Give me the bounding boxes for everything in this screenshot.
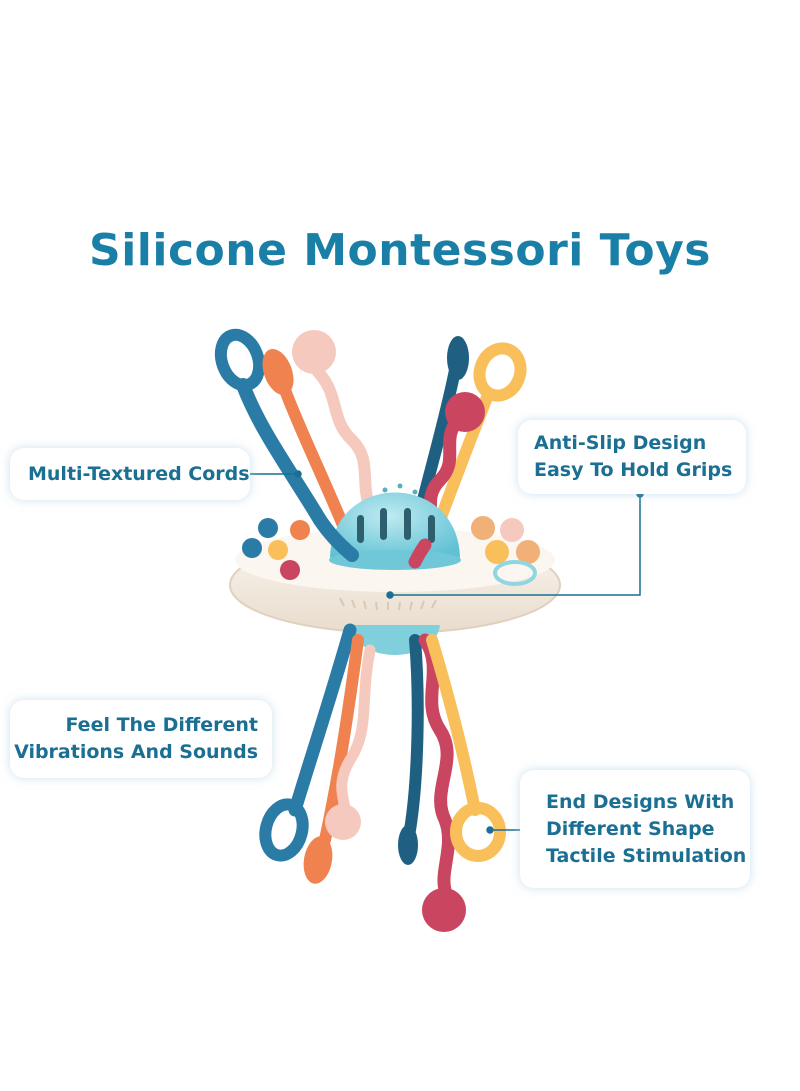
yellow-cord-lower <box>426 634 481 816</box>
callout-sounds-line-2: Vibrations And Sounds <box>14 741 258 763</box>
red-cord-lower <box>418 633 455 897</box>
pointer-grips <box>390 494 641 596</box>
callout-multi-textured-cords: Multi-Textured Cords <box>10 448 250 500</box>
yellow-loop-bottom <box>450 802 506 862</box>
navy-tip-top <box>447 336 469 380</box>
callout-grips-line-2: Easy To Hold Grips <box>534 459 733 481</box>
orange-cord-upper <box>279 384 351 536</box>
hole-right-3 <box>485 540 509 564</box>
front-cord-ends <box>313 513 432 569</box>
hole-right-1 <box>471 516 495 540</box>
pink-cord-upper <box>312 366 376 516</box>
red-disc-top <box>445 392 485 432</box>
hole-left-1 <box>258 518 278 538</box>
hole-right-2 <box>500 518 524 542</box>
callout-ends-line-3: Tactile Stimulation <box>546 844 747 867</box>
lower-cords <box>259 623 506 932</box>
dome-slot-3 <box>404 508 411 540</box>
callout-grips-line-1: Anti-Slip Design <box>534 432 707 454</box>
ring-right <box>493 560 537 586</box>
orange-tip-top <box>262 348 294 396</box>
hole-left-4 <box>268 540 288 560</box>
blue-loop-top <box>214 328 266 392</box>
callout-ends-line-2: Different Shape <box>546 817 715 840</box>
callout-sounds-line-1: Feel The Different <box>65 714 258 736</box>
page-title: Silicone Montessori Toys <box>89 225 711 276</box>
pink-disc-bottom <box>325 804 361 840</box>
hole-left-5 <box>280 560 300 580</box>
red-disc-bottom <box>422 888 466 932</box>
hole-left-3 <box>242 538 262 558</box>
pink-disc-top <box>292 330 336 374</box>
dome-slot-1 <box>357 515 364 543</box>
yellow-loop-top <box>473 342 527 402</box>
navy-cord-lower <box>404 634 424 836</box>
callout-end-designs: End Designs With Different Shape Tactile… <box>520 770 750 888</box>
callout-ends-line-1: End Designs With <box>546 790 735 813</box>
blue-cord-lower <box>288 623 357 817</box>
orange-tip-bottom <box>303 836 333 884</box>
navy-tip-bottom <box>398 825 418 865</box>
grip-ridges <box>339 597 437 611</box>
pink-cord-lower <box>336 644 376 816</box>
callout-anti-slip-design: Anti-Slip Design Easy To Hold Grips <box>518 420 746 494</box>
callout-vibrations-sounds: Feel The Different Vibrations And Sounds <box>10 700 272 778</box>
hole-right-4 <box>516 540 540 564</box>
blue-cord-upper <box>236 378 327 527</box>
callout-cords-line-1: Multi-Textured Cords <box>28 462 250 485</box>
hole-left-2 <box>290 520 310 540</box>
blue-loop-bottom <box>259 798 309 862</box>
dome-slot-2 <box>380 508 387 540</box>
dome-slot-4 <box>428 515 435 543</box>
